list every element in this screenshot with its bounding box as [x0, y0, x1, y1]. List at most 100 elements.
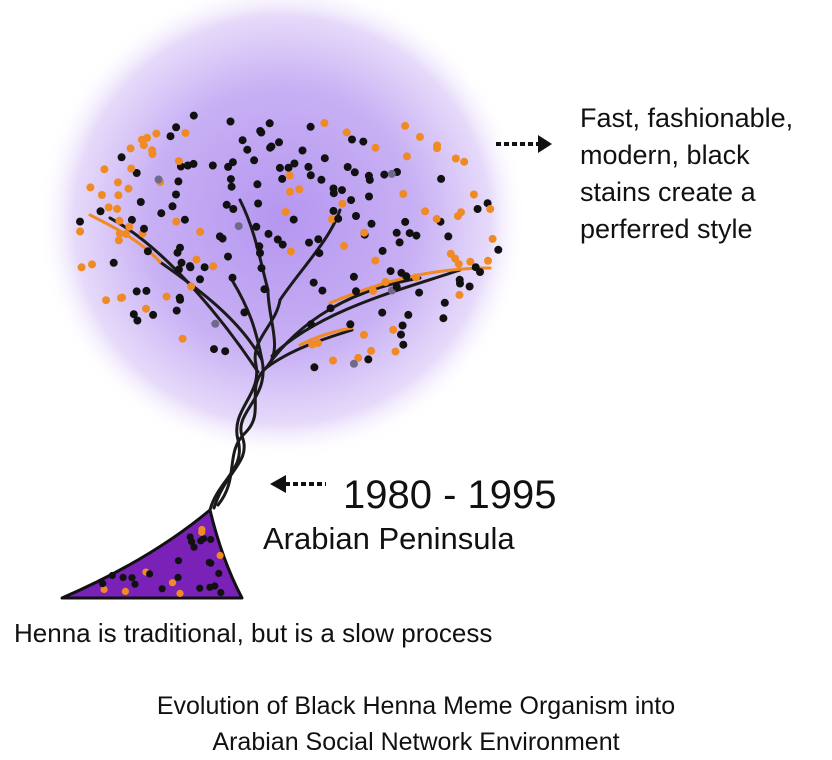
meme-dot [100, 165, 108, 173]
meme-dot [486, 205, 494, 213]
meme-dot [174, 574, 181, 581]
meme-dot [149, 311, 157, 319]
meme-dot [282, 208, 290, 216]
meme-dot [329, 357, 337, 365]
meme-dot [399, 341, 407, 349]
meme-dot [127, 144, 135, 152]
purple-halo [37, 0, 527, 460]
meme-dot [235, 222, 243, 230]
meme-dot [133, 287, 141, 295]
meme-dot [146, 570, 153, 577]
style-annotation: Fast, fashionable, modern, black stains … [580, 100, 830, 248]
meme-dot [140, 225, 148, 233]
meme-dot [265, 230, 273, 238]
meme-dot [229, 205, 237, 213]
left-arrow-icon [270, 475, 326, 493]
meme-dot [253, 180, 261, 188]
meme-dot [99, 580, 106, 587]
meme-dot [444, 232, 452, 240]
meme-dot [401, 122, 409, 130]
meme-dot [310, 363, 318, 371]
meme-dot [359, 138, 367, 146]
meme-dot [186, 263, 194, 271]
meme-dot [307, 123, 315, 131]
meme-dot [317, 176, 325, 184]
meme-dot [286, 172, 294, 180]
meme-dot [227, 175, 235, 183]
meme-dot [350, 273, 358, 281]
meme-dot [254, 200, 262, 208]
meme-dot [172, 218, 180, 226]
meme-dot [266, 144, 274, 152]
meme-dot [143, 134, 151, 142]
meme-dot [334, 215, 342, 223]
caption-line-1: Evolution of Black Henna Meme Organism i… [0, 688, 832, 724]
meme-dot [206, 584, 213, 591]
meme-dot [125, 185, 133, 193]
meme-dot [276, 164, 284, 172]
meme-dot [115, 217, 123, 225]
meme-dot [105, 203, 113, 211]
meme-dot [210, 345, 218, 353]
meme-dot [122, 588, 129, 595]
meme-dot [278, 175, 286, 183]
meme-dot [118, 294, 126, 302]
meme-dot [387, 267, 395, 275]
meme-dot [275, 138, 283, 146]
meme-dot [88, 260, 96, 268]
meme-dot [102, 296, 110, 304]
style-annotation-line: perferred style [580, 211, 830, 248]
meme-dot [181, 216, 189, 224]
meme-dot [142, 287, 150, 295]
meme-dot [439, 314, 447, 322]
meme-dot [327, 304, 335, 312]
meme-dot [456, 280, 464, 288]
meme-dot [144, 247, 152, 255]
meme-dot [476, 268, 484, 276]
meme-dot [433, 144, 441, 152]
meme-dot [250, 156, 258, 164]
meme-dot [348, 136, 356, 144]
meme-dot [260, 285, 268, 293]
meme-dot [437, 175, 445, 183]
meme-dot [494, 246, 502, 254]
meme-dot [380, 171, 388, 179]
meme-dot [127, 165, 135, 173]
meme-dot [120, 574, 127, 581]
meme-dot [393, 229, 401, 237]
meme-dot [382, 278, 390, 286]
meme-dot [98, 191, 106, 199]
meme-dot [470, 191, 478, 199]
caption-line-2: Arabian Social Network Environment [0, 724, 832, 760]
meme-dot [338, 200, 346, 208]
figure-caption: Evolution of Black Henna Meme Organism i… [0, 688, 832, 760]
meme-dot [368, 220, 376, 228]
meme-dot [197, 537, 204, 544]
meme-dot [97, 207, 105, 215]
meme-dot [304, 163, 312, 171]
meme-dot [290, 216, 298, 224]
meme-dot [215, 570, 222, 577]
meme-dot [206, 559, 213, 566]
meme-dot [367, 347, 375, 355]
meme-dot [109, 572, 116, 579]
meme-dot [371, 257, 379, 265]
meme-dot [142, 305, 150, 313]
meme-dot [229, 274, 237, 282]
meme-dot [399, 322, 407, 330]
meme-dot [369, 287, 377, 295]
meme-dot [347, 196, 355, 204]
meme-dot [188, 538, 195, 545]
meme-dot [305, 239, 313, 247]
meme-dot [366, 176, 374, 184]
meme-dot [474, 205, 482, 213]
meme-dot [137, 198, 145, 206]
meme-dot [404, 311, 412, 319]
meme-dot [315, 249, 323, 257]
meme-dot [131, 581, 138, 588]
meme-dot [175, 557, 182, 564]
meme-dot [159, 585, 166, 592]
meme-dot [318, 287, 326, 295]
meme-dot [157, 209, 165, 217]
meme-dot [155, 176, 163, 184]
